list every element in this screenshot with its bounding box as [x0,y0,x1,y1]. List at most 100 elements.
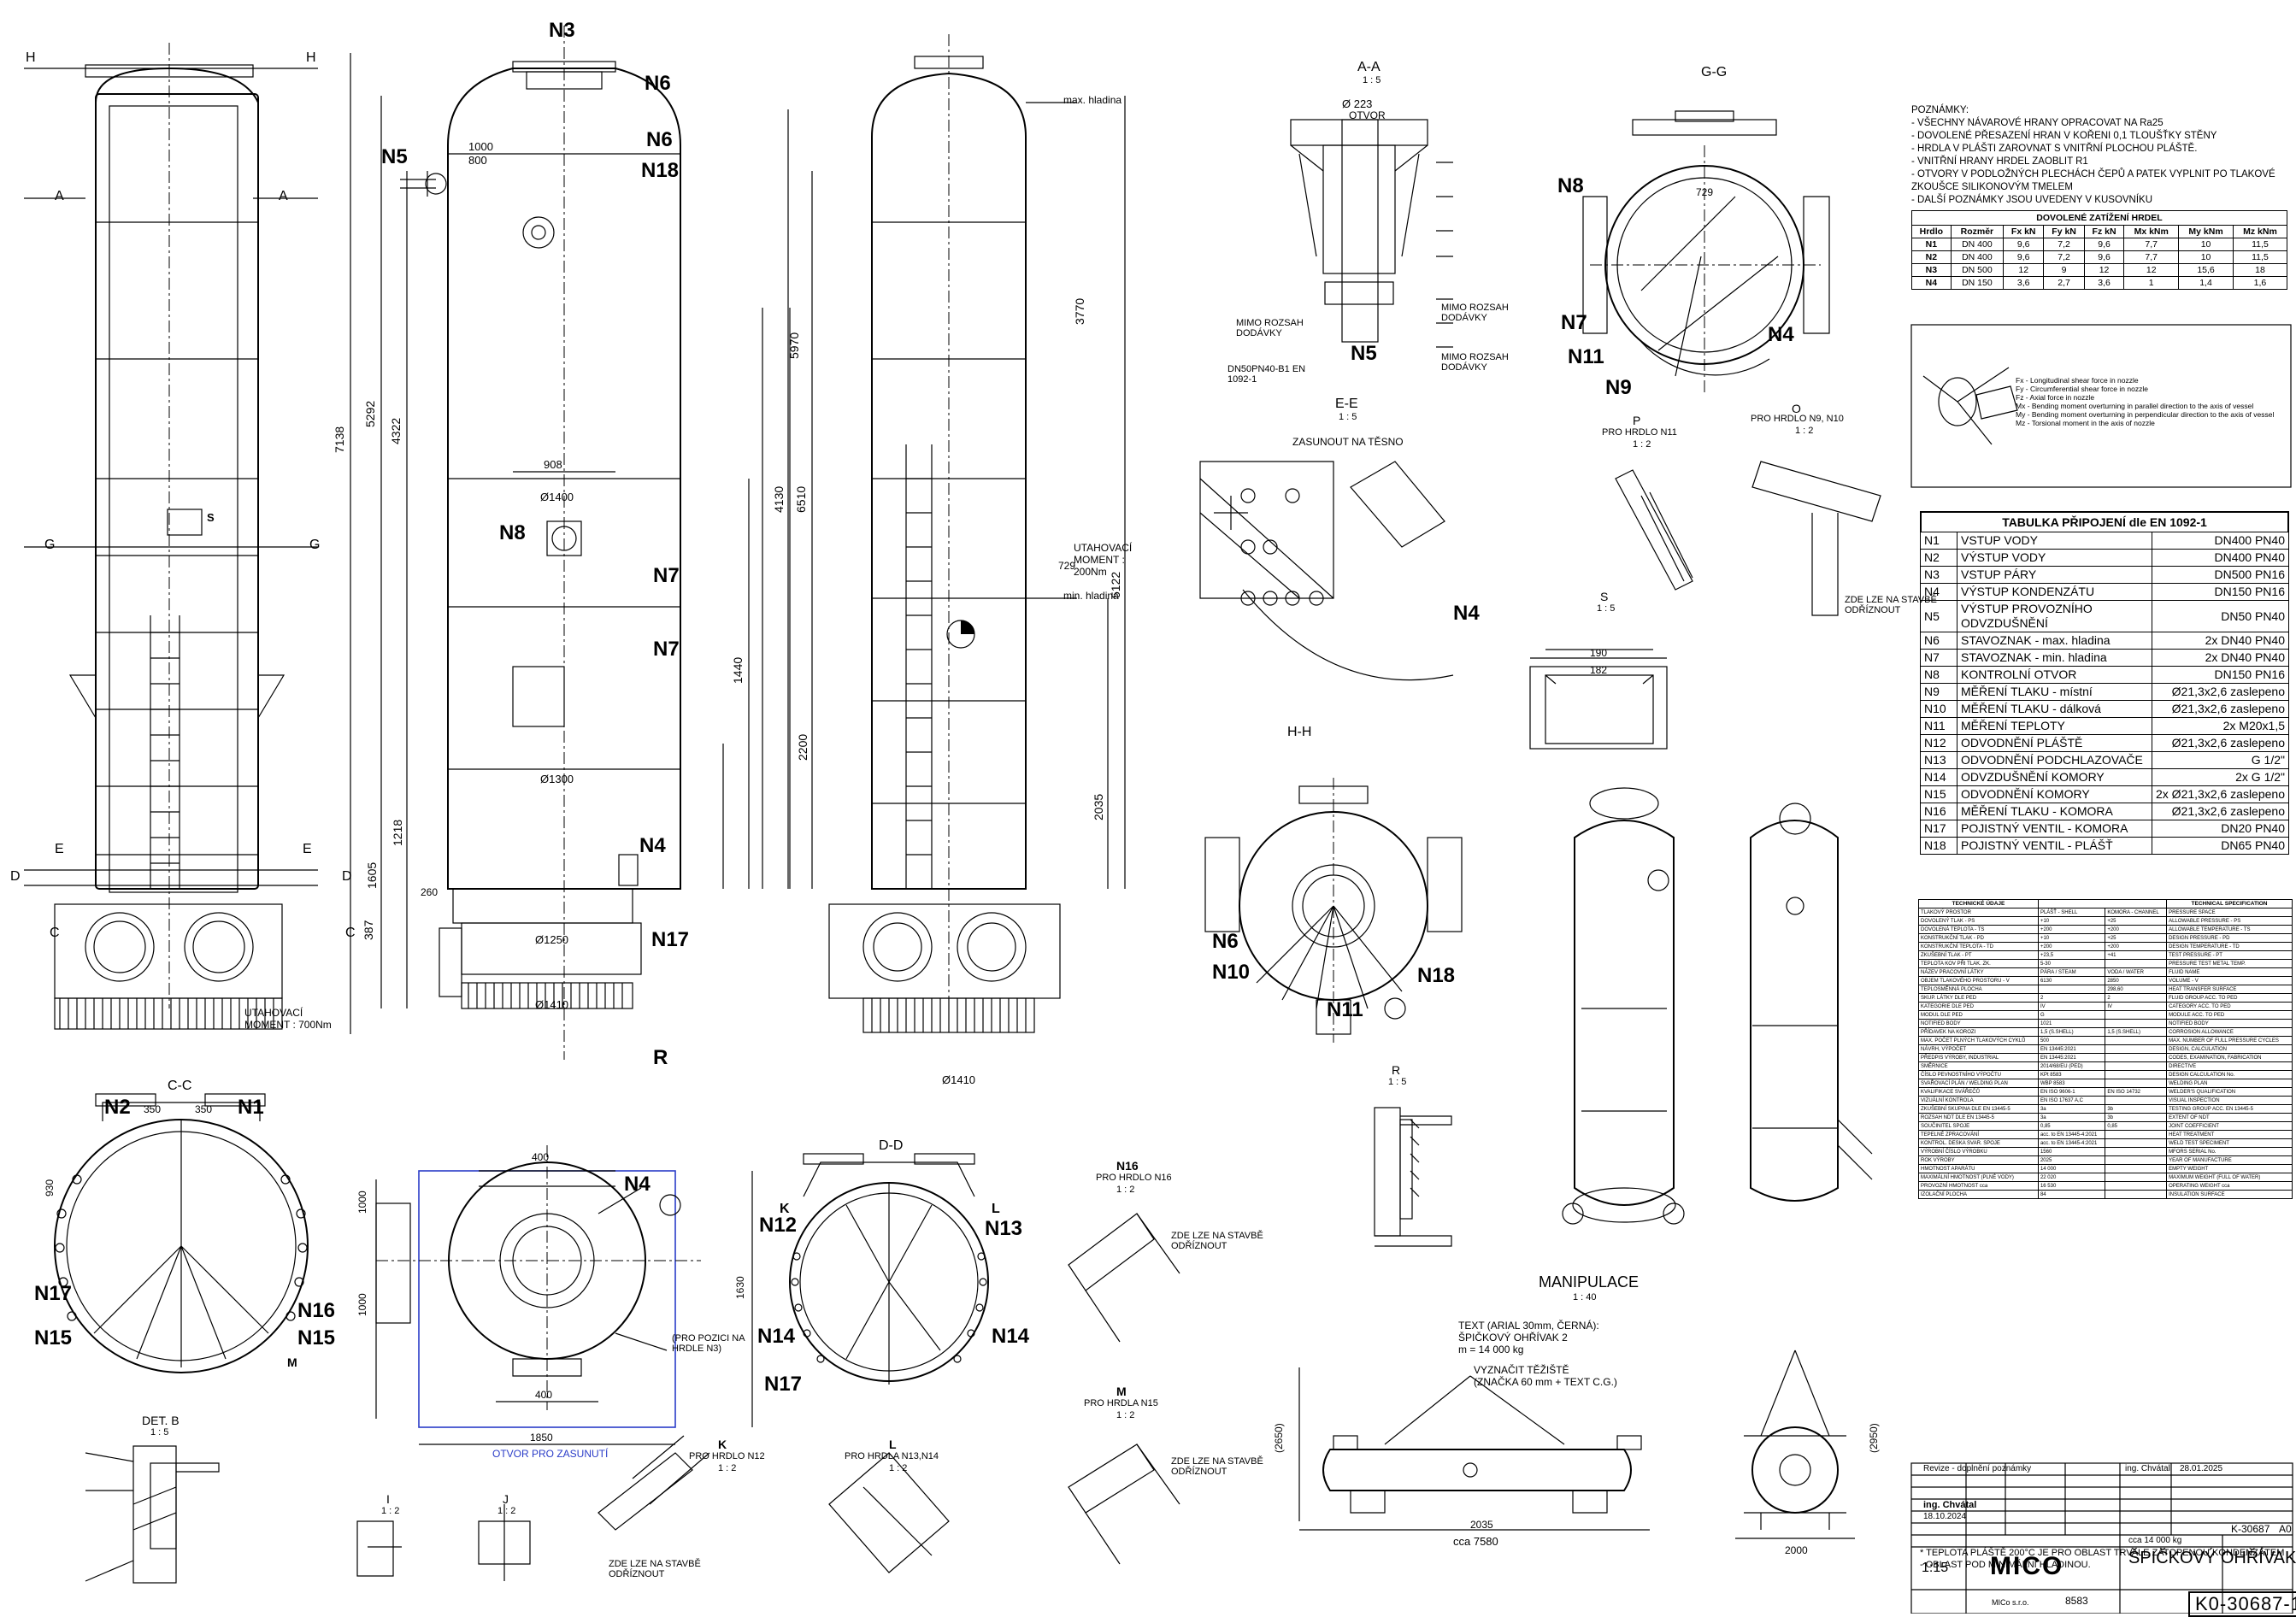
tech-cell: 0,85 [2105,1121,2168,1131]
loads-cell: DN 500 [1950,263,2005,277]
loads-cell: DN 150 [1950,276,2005,290]
tech-cell: +10 [2037,933,2106,943]
tech-cell: PRESSURE TEST METAL TEMP. [2166,959,2293,968]
connection-purpose: POJISTNÝ VENTIL - PLÁŠŤ [1957,837,2152,855]
section-N [1068,1213,1180,1343]
loads-header-cell: Fx kN [2003,225,2045,238]
tech-cell: KPt 8583 [2037,1070,2106,1079]
tech-cell: DESIGN, CALCULATION [2166,1044,2293,1054]
svg-text:350: 350 [195,1103,212,1115]
connection-size: 2x M20x1,5 [2152,717,2289,735]
label-N6: N6 [645,72,671,95]
label-for-N11: PRO HRDLO N11 [1602,427,1677,438]
connection-size: 2x DN40 PN40 [2152,649,2289,667]
note-line: - DOVOLENÉ PŘESAZENÍ HRAN V KOŘENI 0,1 T… [1911,131,2217,141]
loads-header-cell: Fz kN [2083,225,2125,238]
note-line: - VŠECHNY NÁVAROVÉ HRANY OPRACOVAT NA Ra… [1911,118,2164,128]
loads-cell: 3,6 [2083,276,2125,290]
tech-cell: NOTIFIED BODY [1918,1019,2039,1028]
tech-cell: MFORS SERIAL No. [2166,1147,2293,1156]
label-for-N16: PRO HRDLO N16 [1096,1173,1172,1183]
label-out-of-scope-3: MIMO ROZSAH DODÁVKY [1236,318,1304,338]
svg-text:182: 182 [1590,664,1607,676]
label-R: R [653,1046,668,1069]
tech-cell: 5-30 [2037,959,2106,968]
footnote-line: - OBLAST POD MINIMÁLNÍ HLADINOU. [1920,1560,2091,1570]
label-N13: N13 [985,1217,1023,1240]
tech-cell: TESTING GROUP ACC. EN 13445-5 [2166,1104,2293,1114]
label-N15-CC-left: N15 [34,1326,73,1349]
tech-cell: WELD TEST SPECIMENT [2166,1138,2293,1148]
tech-cell: +23,5 [2037,950,2106,960]
tech-cell: IV [2105,1002,2168,1011]
label-detail-I: I [386,1492,390,1506]
tb-drawn-by: ing. Chvátal [2125,1464,2170,1473]
label-position-N3: (PRO POZICI NA HRDLE N3) [672,1333,745,1354]
tech-cell [2105,1096,2168,1105]
connection-size: Ø21,3x2,6 zaslepeno [2152,734,2289,752]
loads-title: DOVOLENÉ ZATÍŽENÍ HRDEL [1911,210,2287,225]
connection-purpose: VÝSTUP PROVOZNÍHO ODVZDUŠNĚNÍ [1957,600,2152,632]
label-N10-HH: N10 [1212,961,1251,984]
loads-header-cell: Mx kNm [2123,225,2180,238]
loads-cell: 18 [2232,263,2288,277]
tech-cell: VODA / WATER [2105,967,2168,977]
svg-text:5122: 5122 [1109,572,1122,598]
tech-cell: KONSTRUKČNÍ TLAK - PD [1918,933,2039,943]
connection-size: Ø21,3x2,6 zaslepeno [2152,683,2289,701]
tech-cell [2105,1164,2168,1173]
connection-nozzle: N6 [1920,632,1957,650]
isometric-view-2 [1750,803,1873,1202]
svg-text:1000: 1000 [356,1293,368,1316]
footnote-line: * TEPLOTA PLÁŠTĚ 200°C JE PRO OBLAST TRV… [1920,1548,2285,1558]
label-N4-top: N4 [624,1173,651,1196]
label-for-N15: PRO HRDLA N15 [1084,1398,1158,1408]
label-M-CC: M [287,1355,297,1369]
label-cut-on-site-1: ZDE LZE NA STAVBĚ ODŘÍZNOUT [1845,595,1937,615]
loads-cell: DN 400 [1950,238,2005,251]
loads-header-cell: My kNm [2178,225,2234,238]
svg-text:H: H [306,50,316,65]
connection-size: DN400 PN40 [2152,532,2289,550]
connection-purpose: MĚŘENÍ TLAKU - KOMORA [1957,803,2152,820]
connection-purpose: POJISTNÝ VENTIL - KOMORA [1957,820,2152,838]
section-DD [789,1153,989,1385]
connection-purpose: VÝSTUP KONDENZÁTU [1957,583,2152,601]
connection-purpose: VSTUP PÁRY [1957,566,2152,584]
tech-cell: SKUP. LÁTKY DLE PED [1918,993,2039,1003]
label-L: L [992,1202,1000,1216]
label-N4: N4 [639,834,666,857]
label-cut-on-site-2: ZDE LZE NA STAVBĚ ODŘÍZNOUT [1171,1231,1263,1251]
tech-cell: PRESSURE SPACE [2166,908,2293,917]
connection-size: DN50 PN40 [2152,600,2289,632]
tech-cell: +200 [2105,942,2168,951]
tech-cell [2105,1019,2168,1028]
svg-text:(2950): (2950) [1868,1423,1880,1453]
label-N2: N2 [104,1096,131,1119]
loads-cell: 1,4 [2178,276,2234,290]
tech-cell: MAX. NUMBER OF FULL PRESSURE CYCLES [2166,1036,2293,1045]
tb-company: MICo s.r.o. [1992,1598,2029,1607]
tech-cell: 84 [2037,1190,2106,1199]
connection-purpose: MĚŘENÍ TLAKU - místní [1957,683,2152,701]
label-text-mass: m = 14 000 kg [1458,1344,1524,1355]
label-section-P: P [1633,414,1641,427]
tech-cell: IV [2037,1002,2106,1011]
tech-cell: 1,5 (S.SHELL) [2105,1027,2168,1037]
svg-text:6510: 6510 [794,486,808,513]
connection-purpose: MĚŘENÍ TLAKU - dálková [1957,700,2152,718]
tech-cell: +41 [2105,950,2168,960]
loads-legend-line: Fz - Axial force in nozzle [2016,393,2095,402]
technical-data-table: TECHNICKÉ ÚDAJE TECHNICAL SPECIFICATION … [1918,899,2293,1199]
